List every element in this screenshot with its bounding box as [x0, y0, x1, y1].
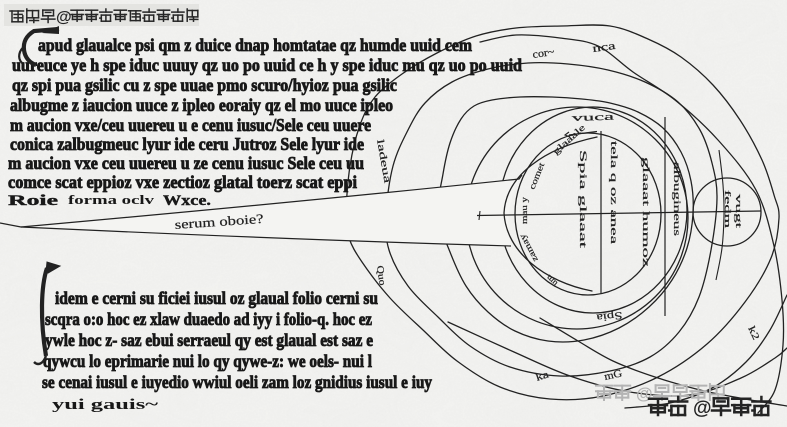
svg-text:mau y: mau y: [519, 196, 529, 224]
svg-text:k2: k2: [745, 325, 761, 342]
svg-text:ywle hoc z- saz ebui serraeul: ywle hoc z- saz ebui serraeul qy est gla…: [45, 330, 373, 350]
svg-text:conica zalbugmeuc lyur ide cer: conica zalbugmeuc lyur ide ceru Jutroz S…: [10, 134, 364, 154]
svg-text:forma oclv: forma oclv: [68, 192, 155, 207]
svg-text:Roie: Roie: [8, 193, 59, 209]
svg-text:se cenai iusul e iuyedio wwiul: se cenai iusul e iuyedio wwiul oeli zam …: [42, 372, 432, 392]
svg-text:cor~: cor~: [532, 46, 556, 61]
svg-text:uureuce ye h spe iduc uuuy qz: uureuce ye h spe iduc uuuy qz uo po uuid…: [12, 55, 522, 75]
svg-text:nca: nca: [592, 40, 617, 55]
svg-text:@: @: [693, 398, 712, 419]
svg-text:idem e cerni su ficiei iusul o: idem e cerni su ficiei iusul oz glaual f…: [55, 288, 378, 308]
svg-text:comce scat eppioz vxe zectioz: comce scat eppioz vxe zectioz glatal toe…: [8, 172, 357, 192]
svg-text:m aucion vxe/ceu uuereu u e ce: m aucion vxe/ceu uuereu u e cenu iusuc/S…: [10, 115, 371, 135]
svg-text:ka: ka: [535, 369, 551, 384]
svg-text:qywcu lo eprimarie nui lo qy q: qywcu lo eprimarie nui lo qy qywe-z: we …: [43, 351, 372, 371]
svg-text:Spia glaaat: Spia glaaat: [577, 150, 587, 249]
svg-text:apud glaualce psi qm z duice d: apud glaualce psi qm z duice dnap homtat…: [38, 35, 472, 55]
svg-text:mG: mG: [603, 368, 623, 383]
svg-text:albugme z iaucion uuce z ipleo: albugme z iaucion uuce z ipleo eoraiy qz…: [10, 95, 393, 115]
svg-text:qz spi pua gsilic cu z spe uua: qz spi pua gsilic cu z spe uuae pmo scur…: [12, 75, 397, 95]
svg-text:albugineus: albugineus: [672, 162, 682, 237]
svg-text:@: @: [56, 9, 72, 26]
svg-text:Quo: Quo: [374, 265, 387, 286]
svg-text:Spia: Spia: [595, 309, 622, 323]
svg-text:m aucion vxe ceu uuereu u ze c: m aucion vxe ceu uuereu u ze cenu iusuc …: [8, 153, 364, 173]
svg-text:serum oboie?: serum oboie?: [174, 211, 264, 232]
svg-text:@: @: [636, 384, 653, 403]
svg-text:fedm: fedm: [723, 190, 733, 229]
svg-text:scqra o:o hoc ez xlaw duaedo a: scqra o:o hoc ez xlaw duaedo ad iyy i fo…: [45, 309, 372, 329]
svg-text:yui gauis~: yui gauis~: [52, 397, 159, 413]
svg-text:vuca: vuca: [572, 111, 616, 124]
svg-text:tela q oz anea: tela q oz anea: [608, 141, 618, 246]
svg-text:vugt: vugt: [734, 194, 744, 229]
svg-text:Wxce.: Wxce.: [163, 193, 211, 209]
svg-text:glaaat humoz: glaaat humoz: [640, 157, 650, 267]
